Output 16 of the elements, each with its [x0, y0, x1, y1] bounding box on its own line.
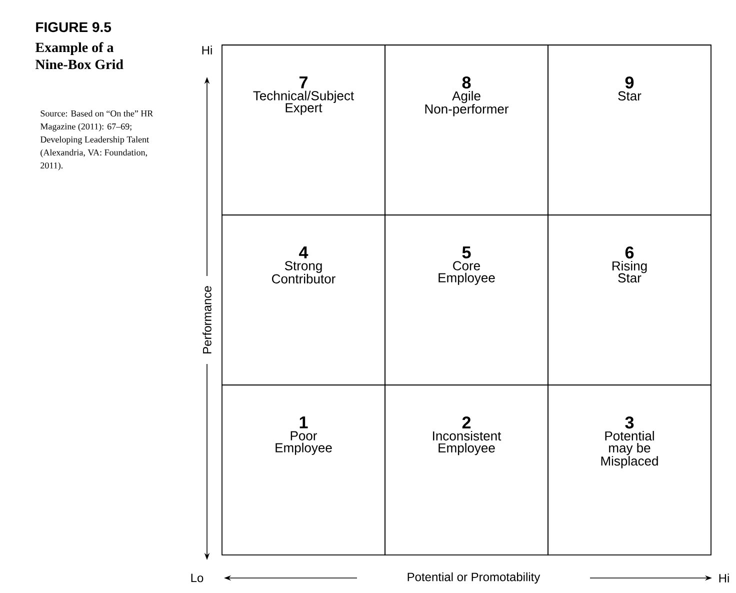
grid-cell: 6 Rising Star [548, 214, 712, 386]
grid-cell: 9 Star [548, 44, 712, 216]
grid-cell: 5 Core Employee [384, 214, 548, 386]
grid-cell: 1 Poor Employee [222, 384, 386, 556]
grid-cell: 8 Agile Non-performer [384, 44, 548, 216]
axis-title: Potential or Promotability [408, 572, 540, 584]
figure-title: Example of a Nine-Box Grid [35, 42, 124, 70]
figure-number: FIGURE 9.5 [36, 22, 112, 32]
grid-cell: 2 Inconsistent Employee [384, 384, 548, 556]
axis-label: Hi [719, 574, 729, 582]
axis-title: Performance [202, 286, 212, 354]
grid-cell: 3 Potential may be Misplaced [548, 384, 712, 556]
source-note: Source: Based on “On the” HR Magazine (2011): 67–69; Developing Leadership Talent (Alexandria, VA: Foundation, 2011). [40, 110, 154, 170]
grid-cell: 4 Strong Contributor [222, 214, 386, 386]
grid-cell: 7 Technical/Subject Expert [222, 44, 386, 216]
axis-label: Lo [191, 574, 204, 582]
